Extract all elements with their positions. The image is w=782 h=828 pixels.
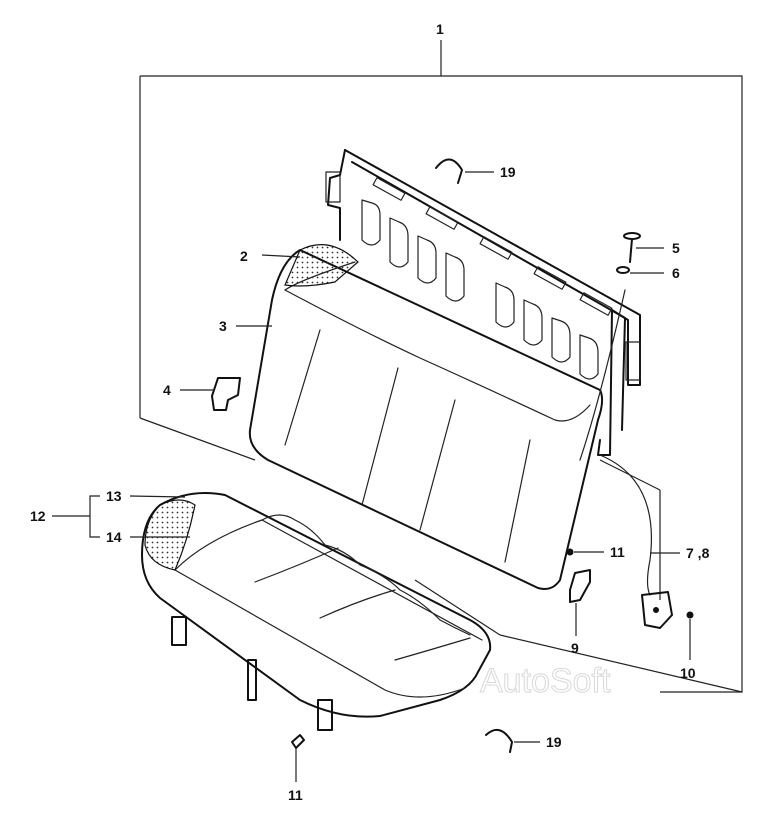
callout-2: 2	[240, 248, 248, 264]
callout-5: 5	[672, 240, 680, 256]
callout-12: 12	[30, 508, 46, 524]
watermark: AutoSoft	[480, 662, 611, 700]
callout-19-upper: 19	[500, 164, 516, 180]
callout-7-8: 7 ,8	[686, 545, 710, 561]
seat-back-frame	[325, 149, 641, 456]
bracket-part-9	[569, 569, 591, 603]
latch-part-10	[641, 591, 694, 629]
callout-3: 3	[219, 318, 227, 334]
bolt-part-11-upper	[566, 548, 574, 556]
callout-11-upper: 11	[610, 544, 625, 560]
callout-10: 10	[680, 665, 696, 681]
seat-cushion	[141, 492, 492, 731]
leader-lines	[52, 171, 691, 782]
callout-6: 6	[672, 265, 680, 281]
washer-part-6	[616, 266, 630, 274]
callout-19-lower: 19	[546, 734, 562, 750]
clip-part-19-upper	[435, 158, 463, 184]
clip-part-19-lower	[485, 728, 513, 753]
callout-13: 13	[106, 488, 122, 504]
callout-14: 14	[106, 529, 122, 545]
callout-4: 4	[163, 382, 171, 398]
callout-11-lower: 11	[288, 787, 303, 803]
bracket-part-4	[211, 377, 241, 411]
cable-part-7-8	[579, 289, 652, 596]
callout-1: 1	[436, 21, 444, 37]
callout-9: 9	[571, 640, 579, 656]
bolt-part-5	[623, 232, 641, 263]
bolt-part-11-lower	[291, 734, 305, 749]
callout-labels: 1 2 3 4 5 6 7 ,8 9 10 11 11 12 13 14 19 …	[30, 21, 710, 803]
seat-back-cushion	[248, 244, 604, 590]
